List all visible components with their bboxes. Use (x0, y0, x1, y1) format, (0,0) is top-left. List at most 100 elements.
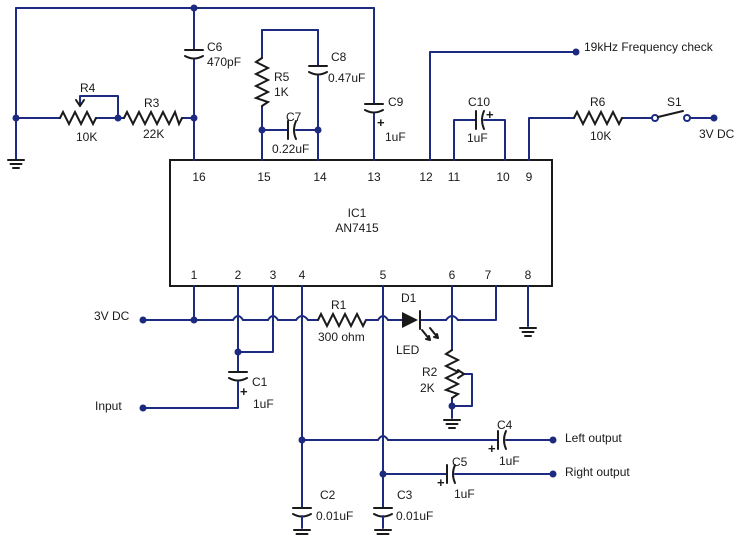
capacitor-c5 (446, 464, 456, 484)
supply-left-terminal (139, 316, 147, 324)
c9-ref: C9 (388, 95, 404, 109)
left-output-label: Left output (565, 431, 622, 445)
c4-ref: C4 (497, 418, 513, 432)
c1-value: 1uF (253, 397, 274, 411)
c2-ref: C2 (320, 488, 336, 502)
junction-dot (234, 348, 242, 356)
resistor-r6 (573, 109, 623, 127)
pin-16: 16 (192, 170, 206, 184)
c3-ref: C3 (397, 488, 413, 502)
right-output-terminal (549, 470, 557, 478)
junction-dot (190, 316, 198, 324)
r6-ref: R6 (590, 95, 606, 109)
d1-ref: D1 (401, 291, 417, 305)
pin-5: 5 (380, 268, 387, 282)
capacitor-c9 (364, 103, 384, 114)
pin-7: 7 (485, 268, 492, 282)
input-label: Input (95, 399, 122, 413)
supply-left-label: 3V DC (94, 309, 130, 323)
wires-r5-c8-c7 (261, 29, 319, 161)
led-d1 (402, 310, 439, 341)
c1-ref: C1 (252, 375, 268, 389)
c1-plus: + (240, 384, 248, 399)
capacitor-c10 (475, 110, 485, 130)
wires-c10 (453, 119, 506, 161)
r4-value: 10K (76, 130, 97, 144)
pin-9: 9 (526, 170, 533, 184)
junction-dot (114, 114, 122, 122)
c10-plus: + (486, 107, 494, 122)
junction-dot (298, 436, 306, 444)
c7-ref: C7 (286, 110, 302, 124)
capacitor-c2 (292, 507, 312, 535)
ic-part: AN7415 (335, 221, 379, 235)
junction-dot (314, 126, 322, 134)
capacitor-c3 (373, 507, 393, 535)
pin-3: 3 (270, 268, 277, 282)
ground-symbol (7, 159, 25, 169)
resistor-r3 (123, 109, 183, 127)
pin-15: 15 (257, 170, 271, 184)
junction-dot (258, 126, 266, 134)
left-output-terminal (549, 436, 557, 444)
pin-12: 12 (419, 170, 433, 184)
junction-dot (190, 4, 198, 12)
capacitor-c4 (497, 430, 507, 450)
r1-value: 300 ohm (318, 330, 365, 344)
c10-value: 1uF (467, 131, 488, 145)
s1-ref: S1 (667, 95, 682, 109)
ic-ref: IC1 (348, 206, 367, 220)
right-output-label: Right output (565, 465, 630, 479)
wires-r2 (451, 285, 473, 419)
c9-value: 1uF (385, 130, 406, 144)
c10-ref: C10 (468, 95, 490, 109)
capacitor-c8 (308, 65, 328, 76)
input-terminal (139, 404, 147, 412)
c4-plus: + (488, 441, 496, 456)
wires-r6-s1 (528, 117, 713, 161)
pin-1: 1 (191, 268, 198, 282)
wires-r1-d1 (365, 285, 497, 321)
r3-value: 22K (143, 127, 164, 141)
potentiometer-r2 (443, 349, 465, 399)
d1-value: LED (396, 343, 420, 357)
pin-11: 11 (448, 170, 461, 184)
r4-ref: R4 (80, 81, 96, 95)
junction-dot (190, 114, 198, 122)
pin-6: 6 (449, 268, 456, 282)
ground-symbol (443, 419, 461, 429)
r5-value: 1K (274, 85, 289, 99)
r1-ref: R1 (331, 298, 347, 312)
c8-value: 0.47uF (328, 71, 365, 85)
c5-plus: + (437, 475, 445, 490)
freq-check-label: 19kHz Frequency check (584, 40, 714, 54)
junction-dot (448, 402, 456, 410)
potentiometer-r4 (59, 99, 97, 127)
r3-ref: R3 (144, 96, 160, 110)
c4-value: 1uF (499, 454, 520, 468)
r2-ref: R2 (422, 365, 438, 379)
wires-top-left (15, 7, 375, 161)
pin-13: 13 (367, 170, 381, 184)
r6-value: 10K (590, 129, 611, 143)
pin-14: 14 (313, 170, 327, 184)
junction-dot (12, 114, 20, 122)
c3-value: 0.01uF (396, 509, 433, 523)
c9-plus: + (377, 115, 385, 130)
pin-2: 2 (235, 268, 242, 282)
freq-check-terminal (572, 48, 580, 56)
c5-value: 1uF (454, 487, 475, 501)
pin-4: 4 (299, 268, 306, 282)
r5-ref: R5 (274, 70, 290, 84)
pin-10: 10 (496, 170, 510, 184)
c8-ref: C8 (331, 50, 347, 64)
supply-right-terminal (710, 114, 718, 122)
junction-dot (379, 470, 387, 478)
resistor-r5 (253, 57, 271, 107)
c2-value: 0.01uF (316, 509, 353, 523)
capacitor-c1 (228, 371, 248, 382)
pin-8: 8 (525, 268, 532, 282)
switch-s1 (651, 110, 691, 122)
c5-ref: C5 (452, 455, 468, 469)
